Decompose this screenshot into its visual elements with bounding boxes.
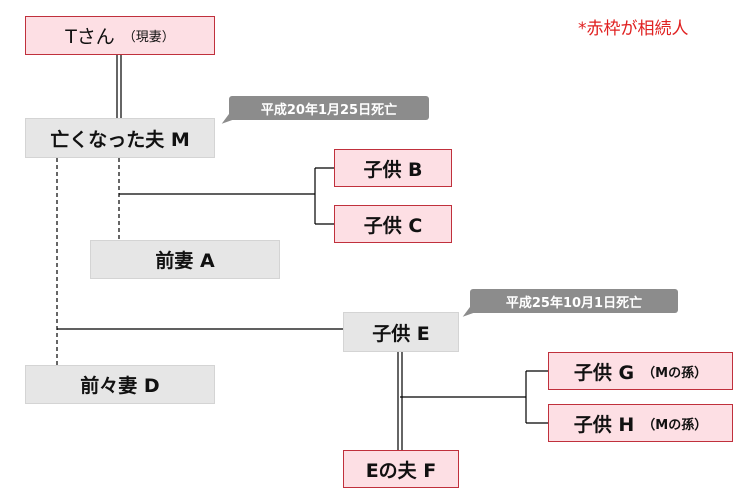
person-f-name: Eの夫 F bbox=[365, 459, 437, 482]
person-b-name: 子供 B bbox=[363, 158, 423, 181]
person-a-name: 前妻 A bbox=[155, 250, 215, 272]
person-h-name: 子供 H bbox=[573, 413, 635, 436]
person-d-name: 前々妻 D bbox=[80, 375, 160, 397]
person-g-name: 子供 G bbox=[573, 361, 635, 384]
person-a-box: 前妻 A bbox=[90, 240, 280, 279]
person-b-box: 子供 B bbox=[334, 149, 452, 187]
person-c-name: 子供 C bbox=[363, 214, 423, 237]
person-h-box: 子供 H （Mの孫） bbox=[548, 404, 733, 442]
person-m-name: 亡くなった夫 M bbox=[50, 128, 190, 151]
person-m-box: 亡くなった夫 M bbox=[25, 118, 215, 158]
person-t-box: Tさん （現妻） bbox=[25, 16, 215, 55]
person-g-note: （Mの孫） bbox=[642, 365, 708, 381]
person-g-box: 子供 G （Mの孫） bbox=[548, 352, 733, 390]
death-note-e: 平成25年10月1日死亡 bbox=[470, 289, 678, 313]
death-note-m: 平成20年1月25日死亡 bbox=[229, 96, 429, 120]
person-e-name: 子供 E bbox=[372, 322, 430, 345]
person-d-box: 前々妻 D bbox=[25, 365, 215, 404]
person-f-box: Eの夫 F bbox=[343, 450, 459, 488]
person-t-name: Tさん bbox=[65, 26, 115, 48]
person-h-note: （Mの孫） bbox=[642, 417, 708, 433]
person-t-note: （現妻） bbox=[122, 30, 175, 45]
person-c-box: 子供 C bbox=[334, 205, 452, 243]
legend-heir-note: *赤枠が相続人 bbox=[578, 19, 689, 39]
person-e-box: 子供 E bbox=[343, 312, 459, 352]
